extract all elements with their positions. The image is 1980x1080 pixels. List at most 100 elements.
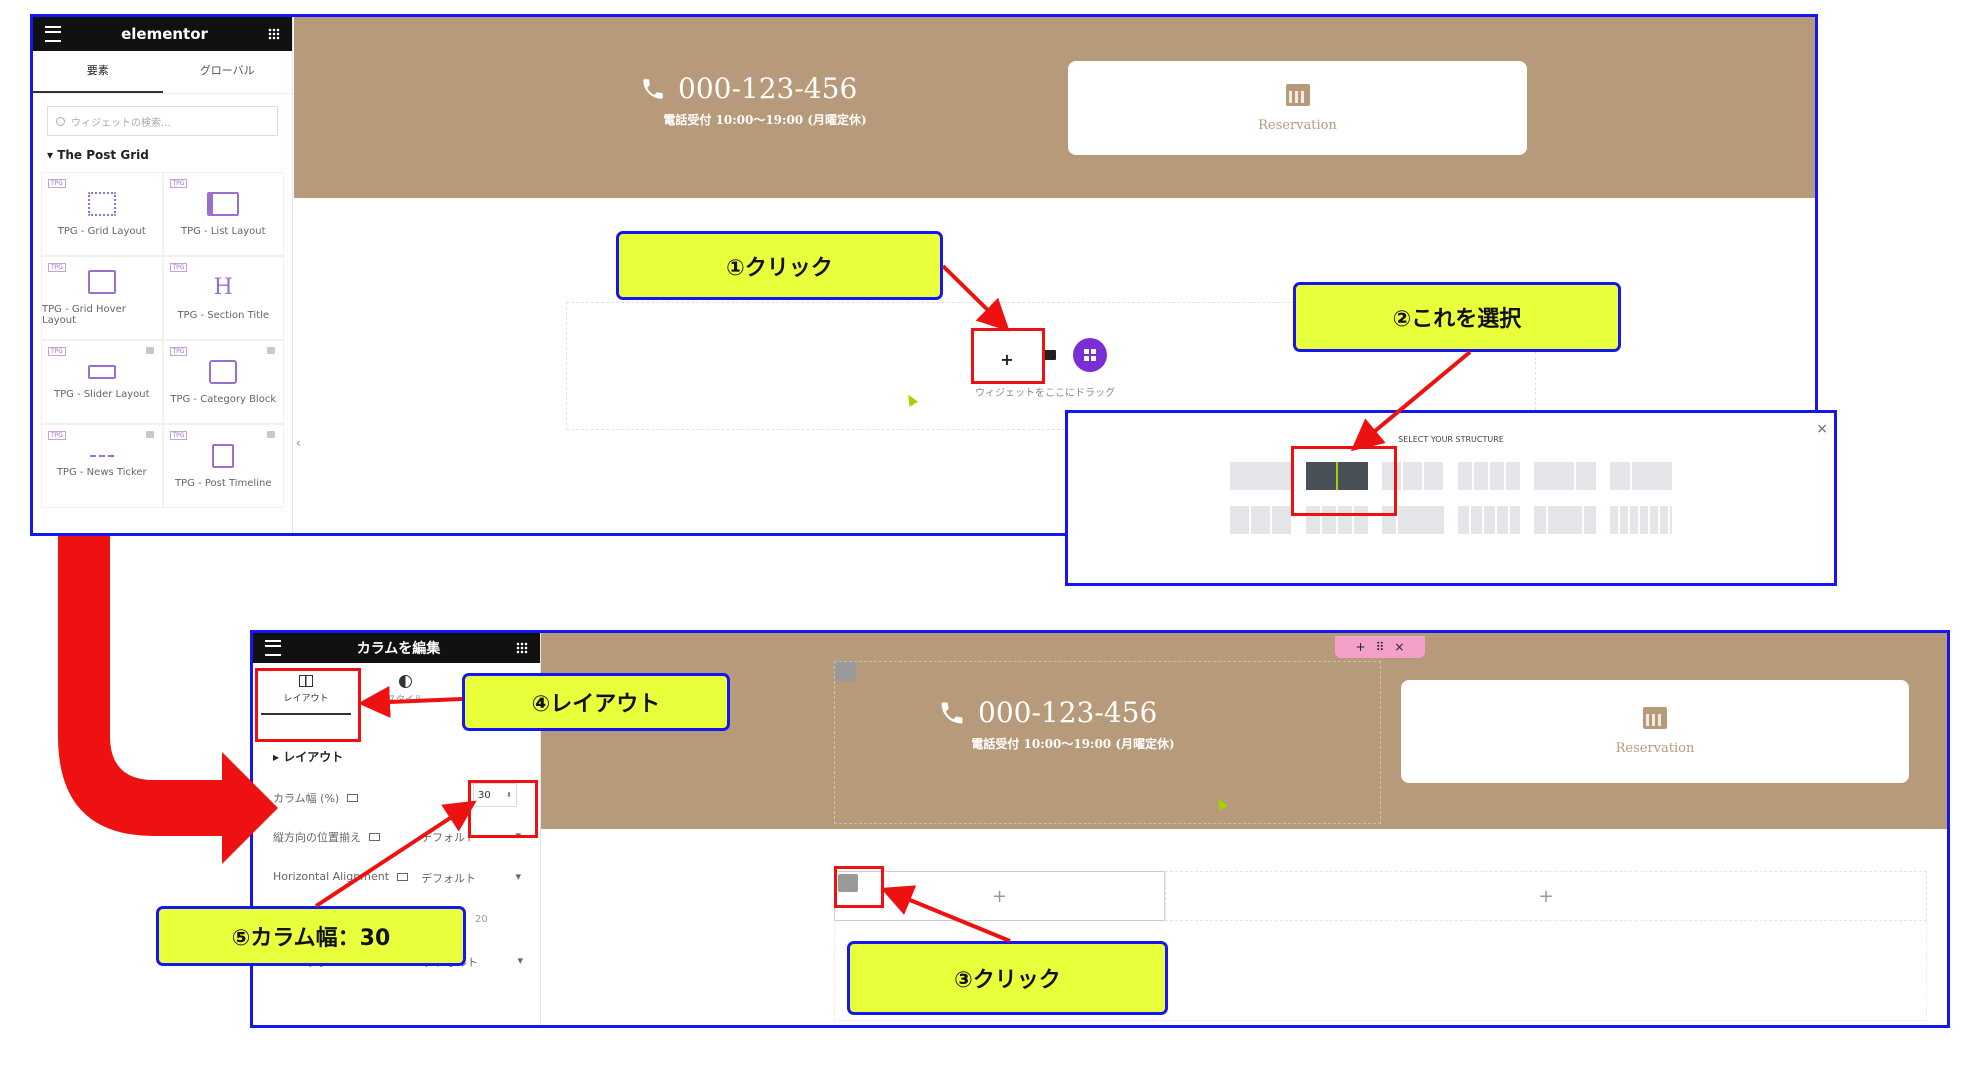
apps-grid-icon[interactable] bbox=[516, 642, 528, 654]
column-handle-icon[interactable] bbox=[834, 661, 856, 681]
structure-option-11[interactable] bbox=[1534, 506, 1596, 534]
tpg-badge: TPG bbox=[169, 263, 188, 272]
structure-three-columns[interactable] bbox=[1382, 462, 1444, 490]
structure-narrow-wide[interactable] bbox=[1610, 462, 1672, 490]
add-widget-plus-icon[interactable]: + bbox=[1538, 885, 1554, 907]
tpg-badge: TPG bbox=[48, 347, 66, 356]
menu-icon[interactable] bbox=[265, 640, 281, 656]
widget-tpg-category-block[interactable]: TPG TPG - Category Block bbox=[162, 340, 284, 424]
gap-value: 20 bbox=[475, 914, 488, 925]
structure-option-8[interactable] bbox=[1306, 506, 1368, 534]
lock-icon bbox=[267, 431, 275, 438]
plus-icon: + bbox=[1000, 349, 1014, 369]
structure-four-columns[interactable] bbox=[1458, 462, 1520, 490]
structure-selector-frame: SELECT YOUR STRUCTURE × bbox=[1065, 410, 1837, 586]
category-label: The Post Grid bbox=[57, 148, 149, 162]
column-edit-handle-icon[interactable] bbox=[838, 874, 858, 892]
reservation-button[interactable]: Reservation bbox=[1068, 61, 1527, 155]
highlight-column-width-input bbox=[468, 780, 538, 838]
tab-global[interactable]: グローバル bbox=[199, 64, 255, 77]
half-circle-icon bbox=[398, 675, 412, 688]
plus-icon[interactable]: + bbox=[1355, 640, 1366, 654]
panel-header: elementor bbox=[33, 17, 292, 51]
close-icon[interactable]: × bbox=[1816, 421, 1828, 437]
section-outline bbox=[834, 921, 1927, 1021]
vertical-align-text: 縦方向の位置揃え bbox=[273, 831, 361, 844]
structure-option-7[interactable] bbox=[1230, 506, 1292, 534]
highlight-column-handle bbox=[834, 866, 884, 908]
column-width-text: カラム幅 (%) bbox=[273, 792, 340, 805]
reservation-label: Reservation bbox=[1258, 117, 1337, 133]
tab-layout[interactable]: レイアウト bbox=[261, 675, 351, 715]
tpg-badge: TPG bbox=[48, 179, 66, 188]
kit-library-icon[interactable] bbox=[1073, 338, 1107, 372]
desktop-icon bbox=[369, 833, 380, 841]
horizontal-align-value: デフォルト bbox=[421, 872, 476, 885]
folder-icon bbox=[209, 359, 238, 384]
column-width-value: 30 bbox=[478, 789, 491, 801]
collapse-panel-icon[interactable]: ‹ bbox=[296, 436, 301, 450]
selected-divider bbox=[1336, 462, 1338, 490]
tpg-badge: TPG bbox=[169, 431, 188, 440]
stepper-icon[interactable]: ⬍ bbox=[506, 791, 512, 799]
tpg-badge: TPG bbox=[169, 347, 188, 356]
structure-option-10[interactable] bbox=[1458, 506, 1520, 534]
section-handle[interactable]: + ⠿ × bbox=[1335, 636, 1425, 658]
phone-icon bbox=[643, 78, 663, 99]
structure-two-columns[interactable] bbox=[1306, 462, 1368, 490]
structure-one-column[interactable] bbox=[1230, 462, 1292, 490]
calendar-icon bbox=[1285, 83, 1310, 106]
add-widget-plus-icon[interactable]: + bbox=[991, 885, 1008, 907]
phone-icon bbox=[941, 702, 963, 723]
category-title[interactable]: ▾ The Post Grid bbox=[47, 148, 149, 162]
phone-hours: 電話受付 10:00〜19:00 (月曜定休) bbox=[663, 113, 867, 127]
layout-section-title[interactable]: ▸ レイアウト bbox=[273, 750, 344, 764]
tab-elements[interactable]: 要素 bbox=[33, 51, 163, 93]
widget-label: TPG - Category Block bbox=[170, 393, 277, 405]
tpg-badge: TPG bbox=[48, 263, 66, 272]
highlight-structure-two-columns bbox=[1291, 446, 1397, 516]
widget-label: TPG - Grid Hover Layout bbox=[42, 304, 126, 326]
inner-column-right[interactable]: + bbox=[1165, 871, 1927, 921]
structure-option-12[interactable] bbox=[1610, 506, 1672, 534]
widget-search-input[interactable]: ウィジェットの検索... bbox=[47, 106, 278, 136]
column-width-input[interactable]: 30 ⬍ bbox=[473, 783, 517, 807]
lock-icon bbox=[145, 431, 154, 438]
chevron-down-icon: ▾ bbox=[515, 870, 521, 883]
callout-step-4: ④レイアウト bbox=[462, 673, 730, 731]
close-icon[interactable]: × bbox=[1394, 640, 1405, 654]
chevron-down-icon: ▾ bbox=[517, 954, 523, 967]
add-section-button[interactable]: + bbox=[973, 336, 1041, 382]
column-width-label: カラム幅 (%) bbox=[273, 790, 359, 806]
horizontal-align-select[interactable]: デフォルト ▾ bbox=[421, 870, 521, 886]
drag-handle-icon[interactable]: ⠿ bbox=[1375, 640, 1385, 654]
reservation-label: Reservation bbox=[1615, 741, 1695, 756]
callout-step-1: ①クリック bbox=[616, 231, 943, 300]
structure-option-9[interactable] bbox=[1382, 506, 1444, 534]
menu-icon[interactable] bbox=[45, 26, 61, 42]
drop-hint: ウィジェットをここにドラッグ bbox=[975, 388, 1115, 399]
template-folder-icon[interactable] bbox=[1044, 350, 1056, 360]
widget-tpg-grid-hover-layout[interactable]: TPG TPG - Grid Hover Layout bbox=[41, 256, 163, 340]
empty-section-dropzone[interactable] bbox=[566, 302, 1536, 430]
ticker-icon bbox=[89, 454, 114, 457]
widget-label: TPG - Section Title bbox=[177, 310, 270, 321]
structure-wide-narrow[interactable] bbox=[1534, 462, 1596, 490]
big-flow-arrow bbox=[58, 536, 278, 864]
brand-logo: elementor bbox=[121, 25, 208, 43]
apps-grid-icon[interactable] bbox=[268, 28, 280, 40]
desktop-icon bbox=[397, 872, 409, 881]
reservation-button-2[interactable]: Reservation bbox=[1401, 680, 1909, 783]
vertical-align-label: 縦方向の位置揃え bbox=[273, 829, 380, 845]
tab-style[interactable]: スタイル bbox=[365, 675, 445, 715]
horizontal-align-text: Horizontal Alignment bbox=[273, 870, 390, 883]
highlight-layout-tab bbox=[255, 668, 361, 742]
callout-step-5: ⑤カラム幅：30 bbox=[156, 906, 466, 966]
